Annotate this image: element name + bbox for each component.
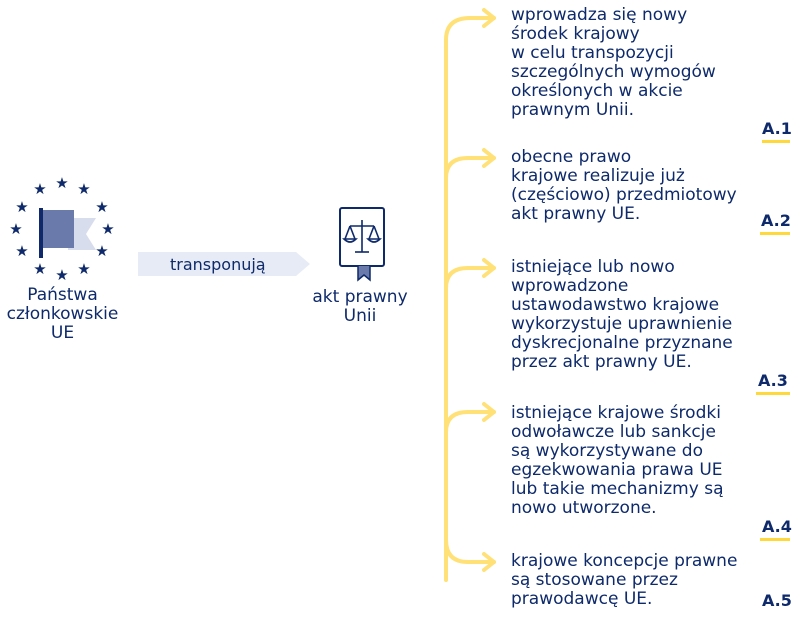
bracket-branch-4 [444,410,496,434]
item-3-text: istniejące lub nowo wprowadzone ustawoda… [511,257,733,372]
bracket-branch-1 [444,16,496,42]
member-states-node: ★ ★ ★ ★ ★ ★ ★ ★ ★ ★ ★ ★ Państwa członkow… [0,170,125,355]
item-3-code: A.3 [758,371,788,390]
eu-legal-act-label: akt prawny Unii [312,287,408,326]
item-5-text: krajowe koncepcje prawne są stosowane pr… [511,551,738,609]
item-5-code: A.5 [762,591,792,610]
transpose-label: transponują [170,255,266,274]
svg-text:★: ★ [33,180,46,198]
scales-of-justice-book-icon [339,207,385,282]
svg-text:★: ★ [77,180,90,198]
svg-text:★: ★ [33,260,46,278]
item-4-underline [760,538,790,541]
svg-text:★: ★ [15,198,28,216]
svg-text:★: ★ [77,260,90,278]
svg-text:★: ★ [55,174,68,192]
item-4-text: istniejące krajowe środki odwoławcze lub… [511,403,724,518]
transpose-arrow [138,252,310,276]
svg-text:★: ★ [95,198,108,216]
bracket-branch-3 [444,266,496,290]
svg-text:★: ★ [15,242,28,260]
bracket-branch-2 [444,156,496,180]
item-1-code: A.1 [762,119,792,138]
item-1-text: wprowadza się nowy środek krajowy w celu… [511,5,716,120]
item-2-underline [760,232,790,235]
svg-text:★: ★ [95,242,108,260]
member-states-label: Państwa członkowskie UE [6,285,119,343]
eu-legal-act-node: akt prawny Unii [300,200,420,340]
item-2-code: A.2 [761,211,791,230]
svg-text:★: ★ [55,266,68,284]
item-2-text: obecne prawo krajowe realizuje już (częś… [511,147,737,224]
item-4-code: A.4 [762,517,792,536]
svg-text:★: ★ [9,220,22,238]
svg-text:★: ★ [101,220,114,238]
item-3-underline [756,392,790,395]
item-1-underline [762,140,790,143]
eu-stars-flag-icon: ★ ★ ★ ★ ★ ★ ★ ★ ★ ★ ★ ★ [9,174,114,284]
